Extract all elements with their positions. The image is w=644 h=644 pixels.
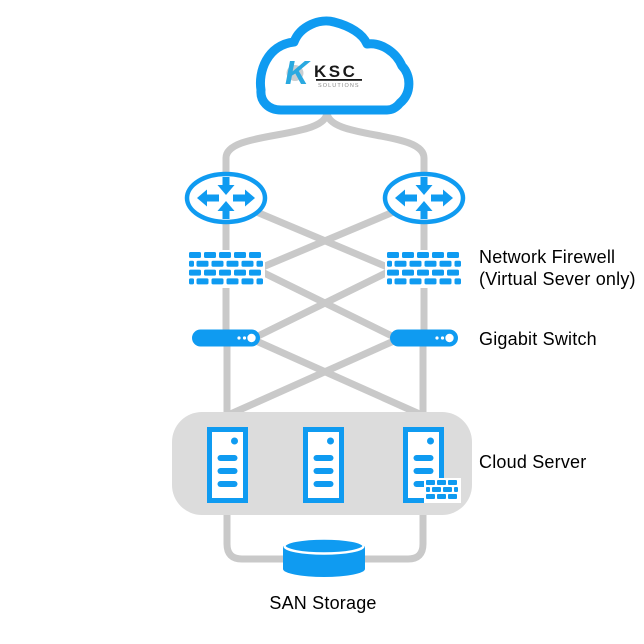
firewall-label-line2: (Virtual Sever only) xyxy=(479,269,636,289)
ksc-logo-underline xyxy=(316,79,362,81)
firewall-left-icon xyxy=(187,250,265,288)
firewall-right-icon xyxy=(385,250,463,288)
ksc-logo: K KSC SOLUTIONS xyxy=(285,54,362,91)
san-storage-icon xyxy=(283,537,365,577)
ksc-logo-tagline: SOLUTIONS xyxy=(318,83,360,89)
connection-lines xyxy=(222,100,428,563)
router-right-icon xyxy=(385,174,463,222)
ksc-logo-k: K xyxy=(285,54,311,91)
link-cloud-router-left xyxy=(222,111,331,180)
san-storage-label: SAN Storage xyxy=(269,593,376,613)
firewall-label-line1: Network Firewell xyxy=(479,247,615,267)
cloud-server-group xyxy=(172,412,472,515)
cloud-server-label: Cloud Server xyxy=(479,452,586,472)
ksc-logo-dot xyxy=(286,65,304,81)
server-2-icon xyxy=(306,430,342,501)
link-router-right-firewall-left xyxy=(256,201,412,273)
ksc-logo-name: KSC xyxy=(314,62,357,81)
router-left-icon xyxy=(187,174,265,222)
link-switch-right-servers-left xyxy=(224,336,398,420)
link-servers-san-right xyxy=(362,510,427,563)
link-switch-left-servers-right xyxy=(252,336,426,420)
gigabit-switch-right-icon xyxy=(390,329,458,347)
gigabit-switch-label: Gigabit Switch xyxy=(479,329,597,349)
link-cloud-router-right xyxy=(323,111,428,180)
server-3-firewall-icon xyxy=(424,478,461,503)
gigabit-switch-left-icon xyxy=(192,329,260,347)
link-router-left-firewall-right xyxy=(238,201,394,273)
link-servers-san-left xyxy=(223,510,286,563)
link-firewall-right-switch-left xyxy=(252,267,392,342)
server-1-icon xyxy=(210,430,246,501)
internet-cloud-icon: K KSC SOLUTIONS xyxy=(255,16,414,115)
